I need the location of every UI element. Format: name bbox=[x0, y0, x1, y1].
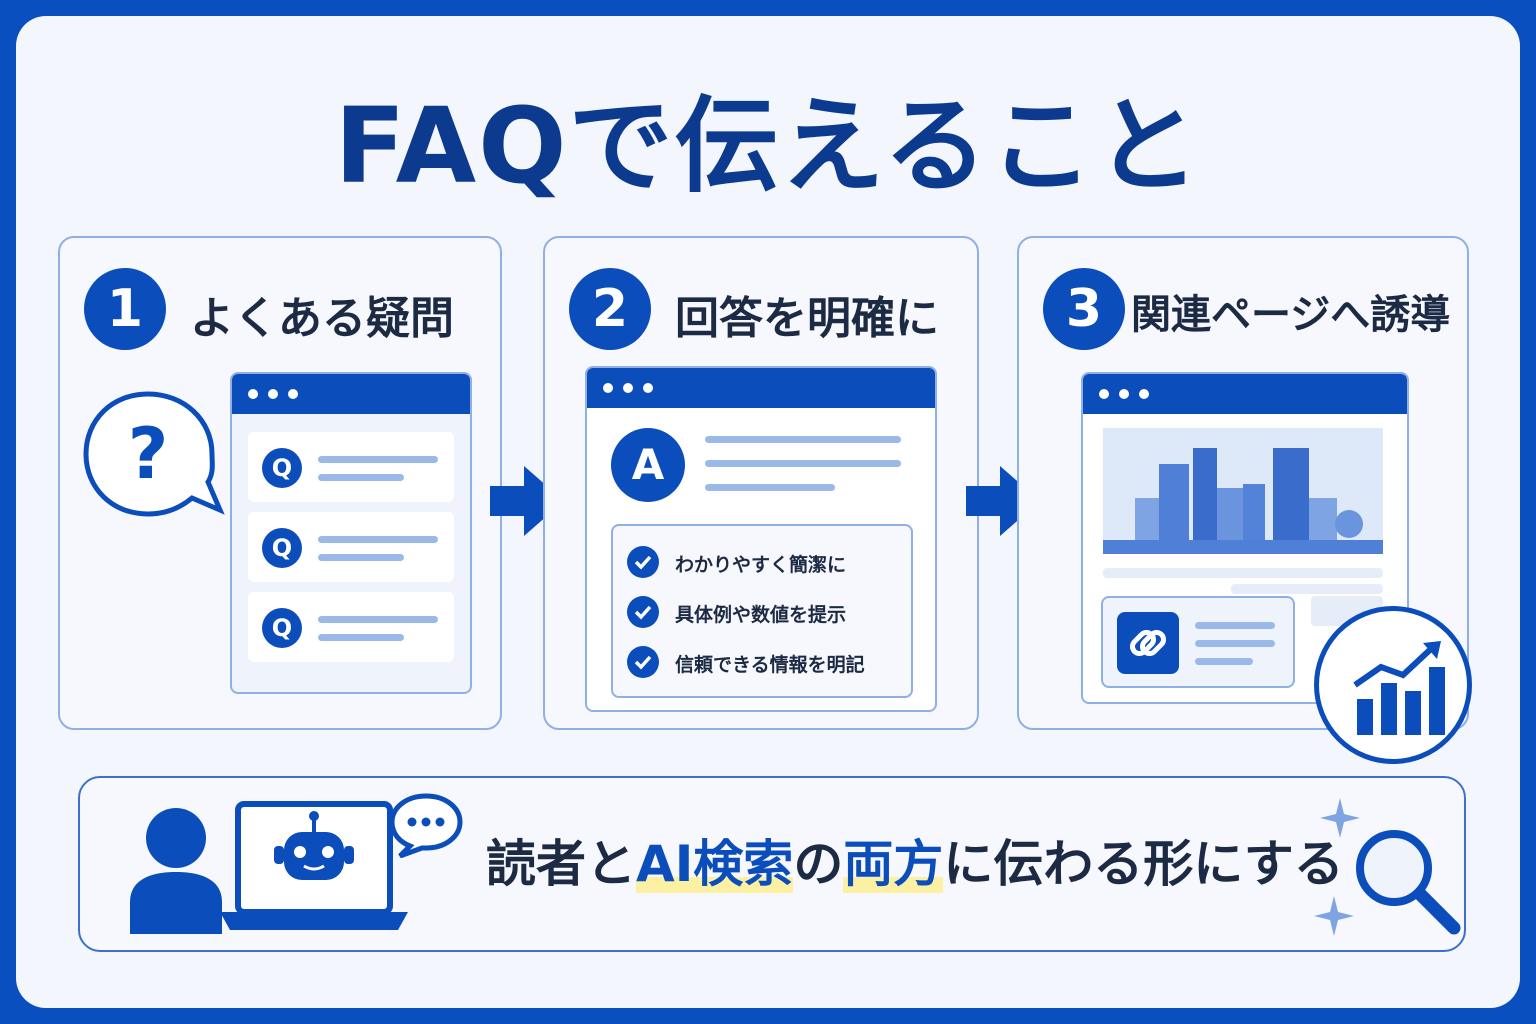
checklist-item-1: わかりやすく簡潔に bbox=[675, 554, 847, 576]
step-title-2: 回答を明確に bbox=[675, 293, 939, 344]
step-title-3: 関連ページへ誘導 bbox=[1131, 292, 1451, 338]
text-line bbox=[1195, 640, 1275, 647]
question-row: Q bbox=[248, 512, 454, 582]
step-panel-2: 2 回答を明確に A わかりやすく簡潔に 具体例や数値を提示 信頼できる情報を明… bbox=[543, 236, 979, 730]
tagline-both: 両方 bbox=[843, 835, 944, 893]
tagline-part-3: の bbox=[793, 835, 844, 893]
step-number-1: 1 bbox=[84, 268, 166, 350]
window-dot bbox=[1119, 389, 1129, 399]
arrow-right-icon bbox=[966, 466, 1040, 536]
check-icon bbox=[627, 546, 659, 578]
placeholder-bar bbox=[1231, 584, 1383, 594]
q-badge: Q bbox=[262, 448, 302, 488]
window-dot bbox=[643, 383, 653, 393]
question-row: Q bbox=[248, 432, 454, 502]
text-line bbox=[318, 536, 438, 543]
tagline-ai-search: AI検索 bbox=[636, 835, 794, 893]
window-dot bbox=[603, 383, 613, 393]
cityscape-image bbox=[1103, 428, 1383, 554]
a-badge: A bbox=[611, 428, 685, 502]
window-dot bbox=[288, 389, 298, 399]
placeholder-bar bbox=[1103, 568, 1383, 578]
question-bubble-icon: ? bbox=[83, 391, 225, 517]
step-number-3: 3 bbox=[1043, 268, 1125, 350]
arrow-right-icon bbox=[490, 466, 564, 536]
text-line bbox=[1195, 622, 1275, 629]
check-icon bbox=[627, 646, 659, 678]
page-title: FAQで伝えること bbox=[334, 85, 1202, 207]
step-number-2: 2 bbox=[569, 268, 651, 350]
check-icon bbox=[627, 596, 659, 628]
growth-chart-icon bbox=[1314, 606, 1472, 764]
text-line bbox=[318, 554, 404, 561]
text-line bbox=[705, 460, 901, 467]
window-dot bbox=[1139, 389, 1149, 399]
window-dot bbox=[268, 389, 278, 399]
question-row: Q bbox=[248, 592, 454, 662]
step-title-1: よくある疑問 bbox=[190, 293, 454, 344]
checklist-item-2: 具体例や数値を提示 bbox=[675, 604, 847, 626]
sparkle-icon bbox=[1320, 798, 1360, 838]
text-line bbox=[705, 436, 901, 443]
step-panel-1: 1 よくある疑問 ? Q Q Q bbox=[58, 236, 502, 730]
q-badge: Q bbox=[262, 528, 302, 568]
step-panel-3: 3 関連ページへ誘導 bbox=[1017, 236, 1469, 730]
window-dot bbox=[623, 383, 633, 393]
link-card bbox=[1101, 596, 1295, 688]
summary-bar: 読者とAI検索の両方に伝わる形にする bbox=[78, 776, 1466, 952]
tagline: 読者とAI検索の両方に伝わる形にする bbox=[486, 824, 1344, 896]
window-titlebar bbox=[1083, 374, 1407, 414]
person-icon bbox=[130, 808, 222, 934]
window-titlebar bbox=[232, 374, 470, 414]
text-line bbox=[1195, 658, 1253, 665]
infographic-frame: FAQで伝えること 1 よくある疑問 ? Q Q bbox=[16, 16, 1520, 1008]
laptop-robot-icon bbox=[220, 801, 408, 930]
tagline-part-5: に伝わる形にする bbox=[943, 835, 1344, 893]
window-titlebar bbox=[587, 368, 935, 408]
checklist-item-3: 信頼できる情報を明記 bbox=[675, 654, 865, 676]
checklist-box: わかりやすく簡潔に 具体例や数値を提示 信頼できる情報を明記 bbox=[611, 524, 913, 698]
q-badge: Q bbox=[262, 608, 302, 648]
text-line bbox=[318, 456, 438, 463]
chat-bubble-icon bbox=[389, 793, 463, 858]
sparkle-icon bbox=[1314, 896, 1354, 936]
tagline-part-1: 読者と bbox=[486, 835, 636, 893]
question-mark: ? bbox=[128, 413, 169, 495]
window-dot bbox=[1099, 389, 1109, 399]
faq-window: Q Q Q bbox=[230, 372, 472, 694]
magnifier-icon bbox=[1356, 830, 1461, 935]
text-line bbox=[318, 634, 404, 641]
text-line bbox=[318, 474, 404, 481]
text-line bbox=[705, 484, 835, 491]
window-dot bbox=[248, 389, 258, 399]
link-icon bbox=[1117, 612, 1179, 674]
text-line bbox=[318, 616, 438, 623]
